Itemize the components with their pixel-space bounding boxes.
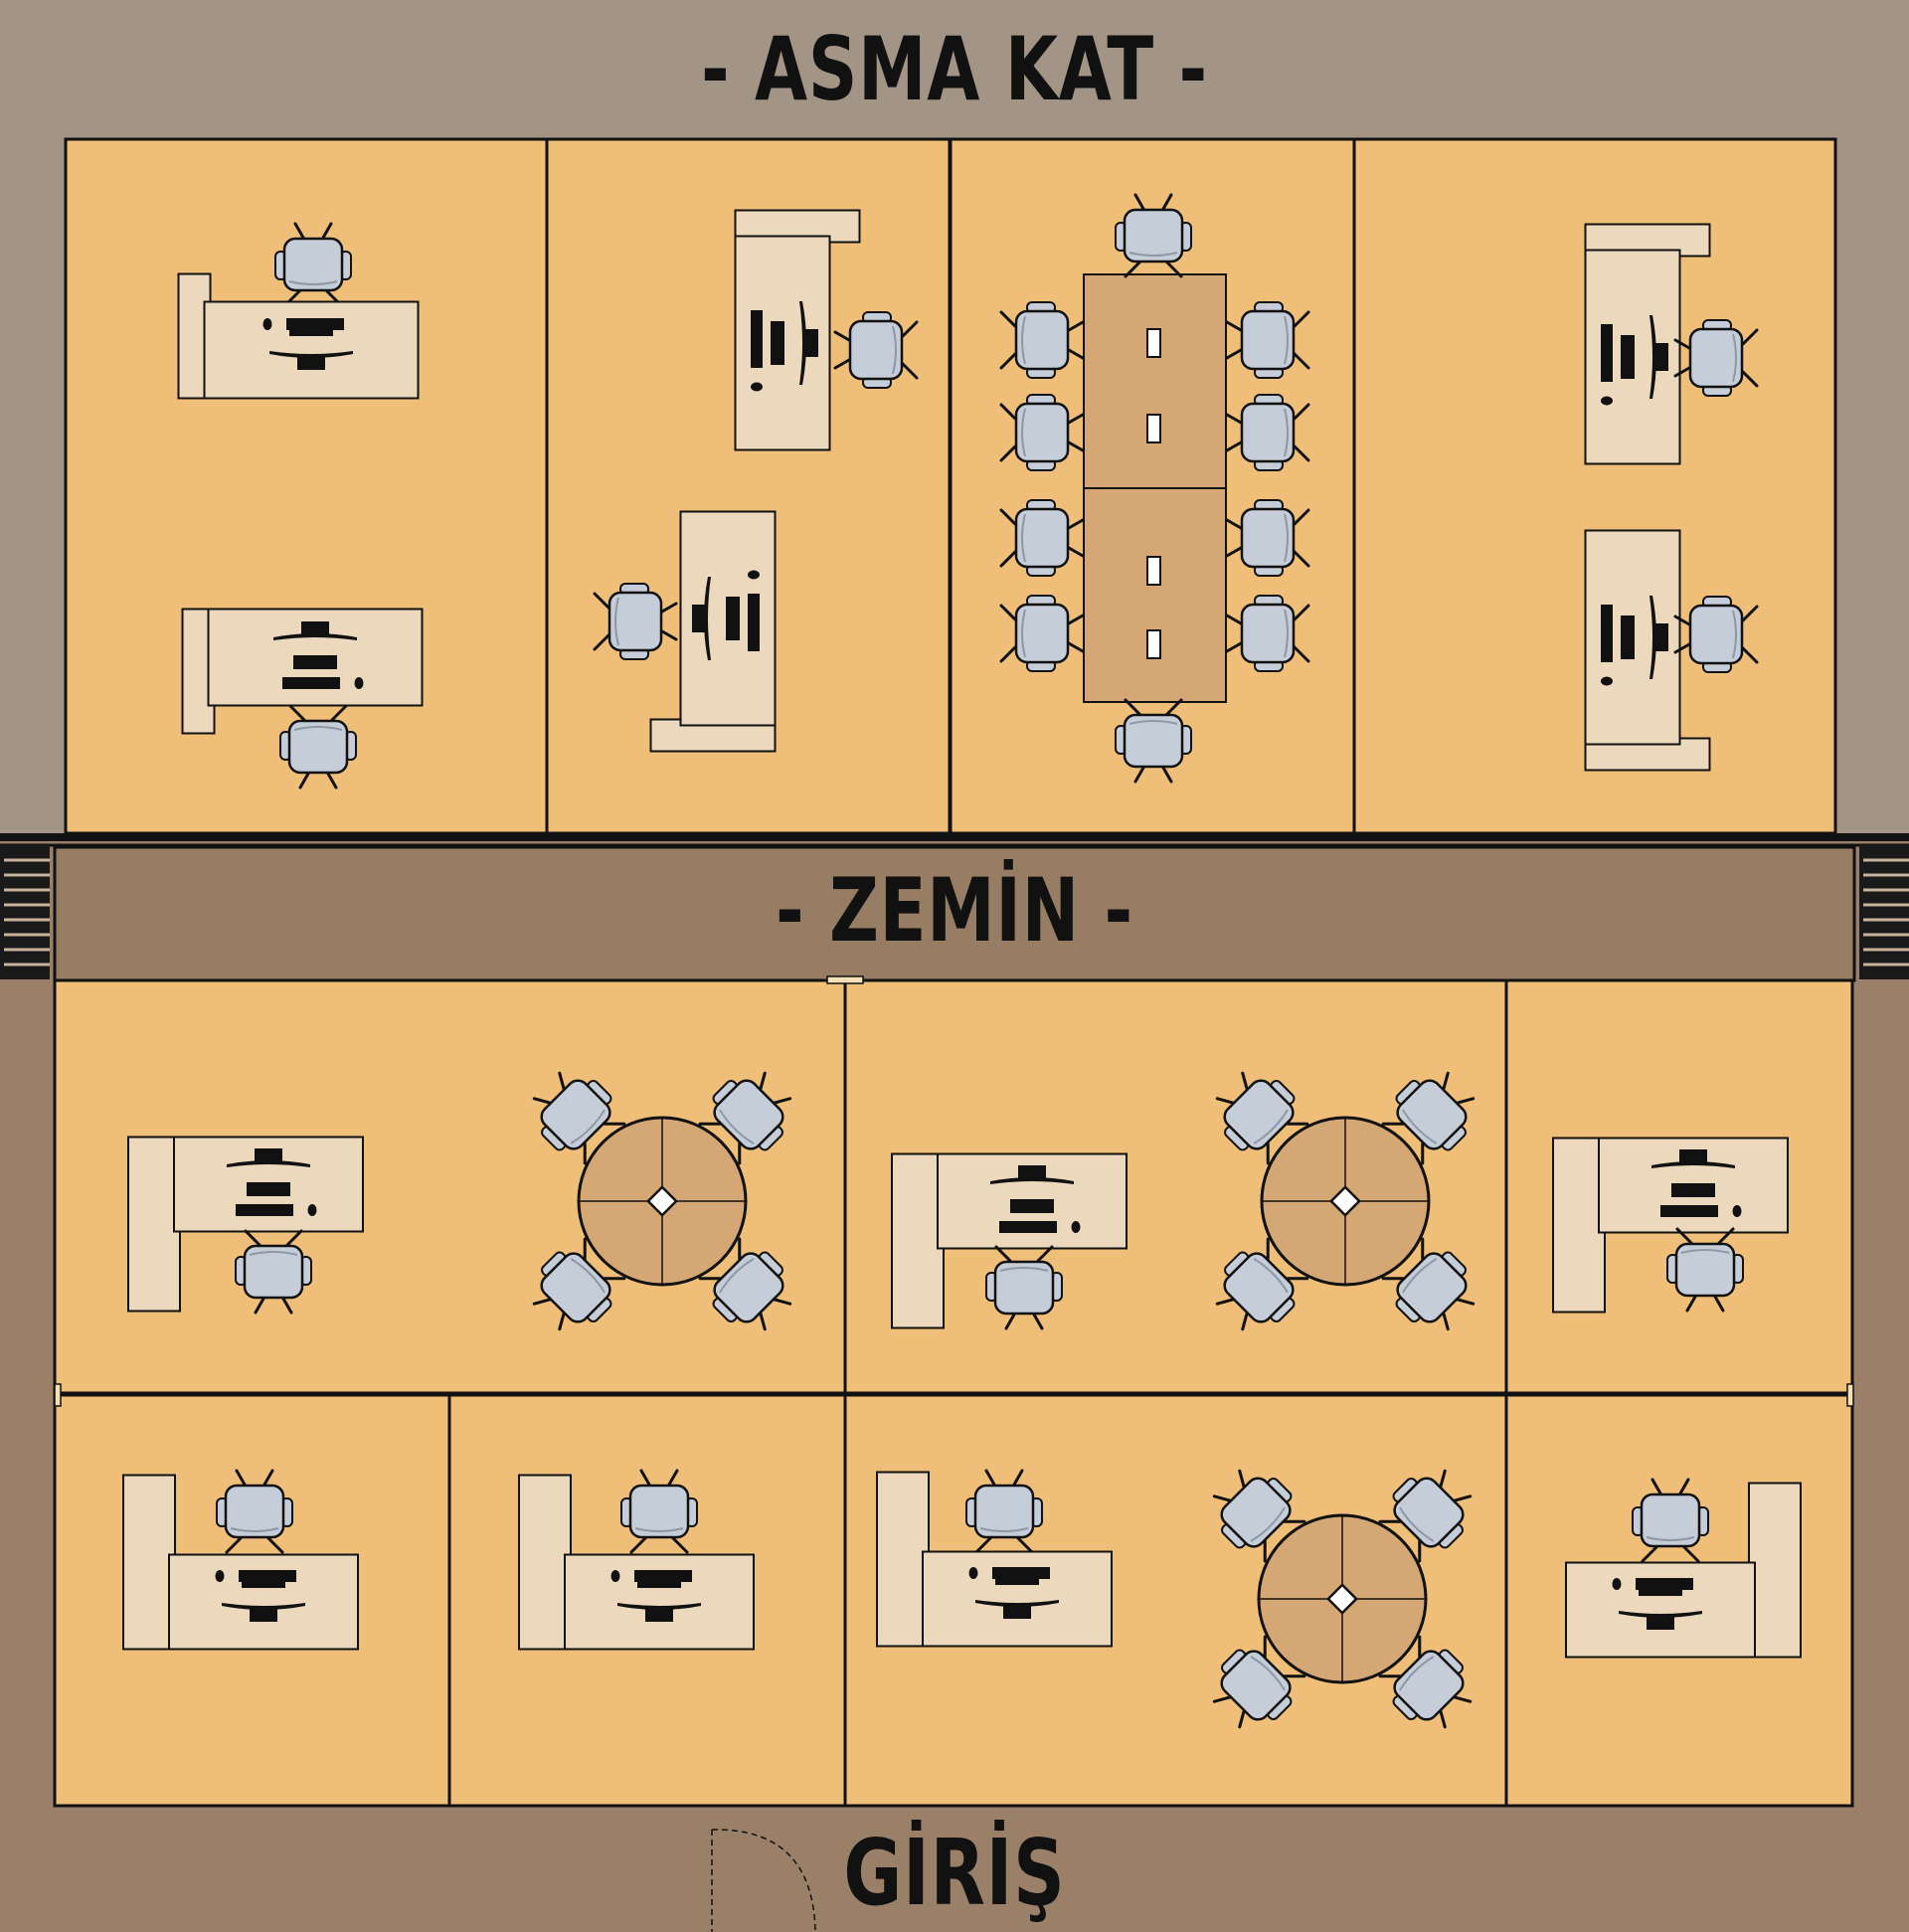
office-chair-icon [593,583,678,660]
entrance-label: GİRİŞ [843,1820,1066,1926]
office-chair-icon [1378,1635,1473,1729]
office-chair-icon [965,1469,1043,1554]
office-desk-icon [177,272,420,400]
keyboard-icon [1601,605,1613,686]
office-chair-icon [1212,1635,1306,1729]
office-chair-icon [1378,1469,1473,1563]
office-desk-icon [649,510,777,753]
ground-title-band [53,845,1856,982]
office-chair-icon [532,1071,626,1165]
monitor-icon [990,1165,1074,1213]
office-chair-icon [1225,499,1310,577]
office-desk-icon [734,209,861,451]
keyboard-icon [1660,1205,1742,1217]
office-chair-icon [1381,1071,1475,1165]
keyboard-icon [215,1570,296,1582]
office-chair-icon [1381,1237,1475,1331]
office-desk-icon [1584,529,1711,772]
office-desk-icon [891,1152,1128,1329]
office-chair-icon [999,499,1085,577]
office-chair-icon [620,1469,698,1554]
office-chair-icon [985,1245,1063,1330]
office-desk-icon [1565,1482,1802,1659]
office-desk-icon [122,1474,359,1651]
door-swing-icon [711,1829,816,1932]
office-chair-icon [1215,1071,1309,1165]
keyboard-icon [748,570,760,651]
staircase-icon [0,845,50,979]
office-chair-icon [1115,193,1192,278]
office-chair-icon [1225,595,1310,672]
office-chair-icon [532,1237,626,1331]
monitor-icon [1621,315,1668,399]
office-chair-icon [698,1071,792,1165]
office-chair-icon [1115,698,1192,784]
monitor-icon [771,301,818,385]
staircase-icon [1859,845,1909,979]
monitor-icon [1621,596,1668,679]
office-chair-icon [1666,1227,1744,1313]
office-chair-icon [1225,301,1310,379]
office-chair-icon [698,1237,792,1331]
keyboard-icon [262,318,344,330]
office-chair-icon [1215,1237,1309,1331]
partition-wall [54,1383,62,1407]
keyboard-icon [751,310,763,392]
office-desk-icon [1584,223,1711,465]
ground-floor-title: - ZEMİN - [776,859,1133,962]
round-table-icon [1257,1513,1428,1684]
monitor-icon [692,577,740,660]
office-chair-icon [274,222,352,307]
office-desk-icon [876,1471,1113,1648]
office-chair-icon [1212,1469,1306,1563]
office-chair-icon [999,595,1085,672]
meeting-table-icon [1083,273,1227,703]
office-chair-icon [1225,394,1310,471]
office-chair-icon [999,301,1085,379]
office-desk-icon [127,1136,364,1313]
office-chair-icon [999,394,1085,471]
keyboard-icon [1612,1578,1693,1590]
office-chair-icon [216,1469,293,1554]
partition-wall [1846,1383,1854,1407]
keyboard-icon [610,1570,692,1582]
mezzanine-floor-title: - ASMA KAT - [701,18,1208,120]
keyboard-icon [282,677,364,689]
office-chair-icon [279,704,357,790]
office-desk-icon [1552,1137,1789,1314]
office-desk-icon [518,1474,755,1651]
partition-wall [826,975,864,984]
round-table-icon [577,1116,748,1287]
office-chair-icon [1673,319,1759,397]
office-chair-icon [833,311,919,389]
office-chair-icon [1632,1478,1709,1563]
keyboard-icon [1601,324,1613,406]
monitor-icon [273,621,357,669]
monitor-icon [227,1148,310,1196]
round-table-icon [1260,1116,1431,1287]
office-chair-icon [1673,596,1759,673]
keyboard-icon [236,1204,317,1216]
keyboard-icon [999,1221,1081,1233]
office-desk-icon [181,608,424,735]
monitor-icon [1651,1149,1735,1197]
office-chair-icon [235,1229,312,1315]
keyboard-icon [968,1567,1050,1579]
